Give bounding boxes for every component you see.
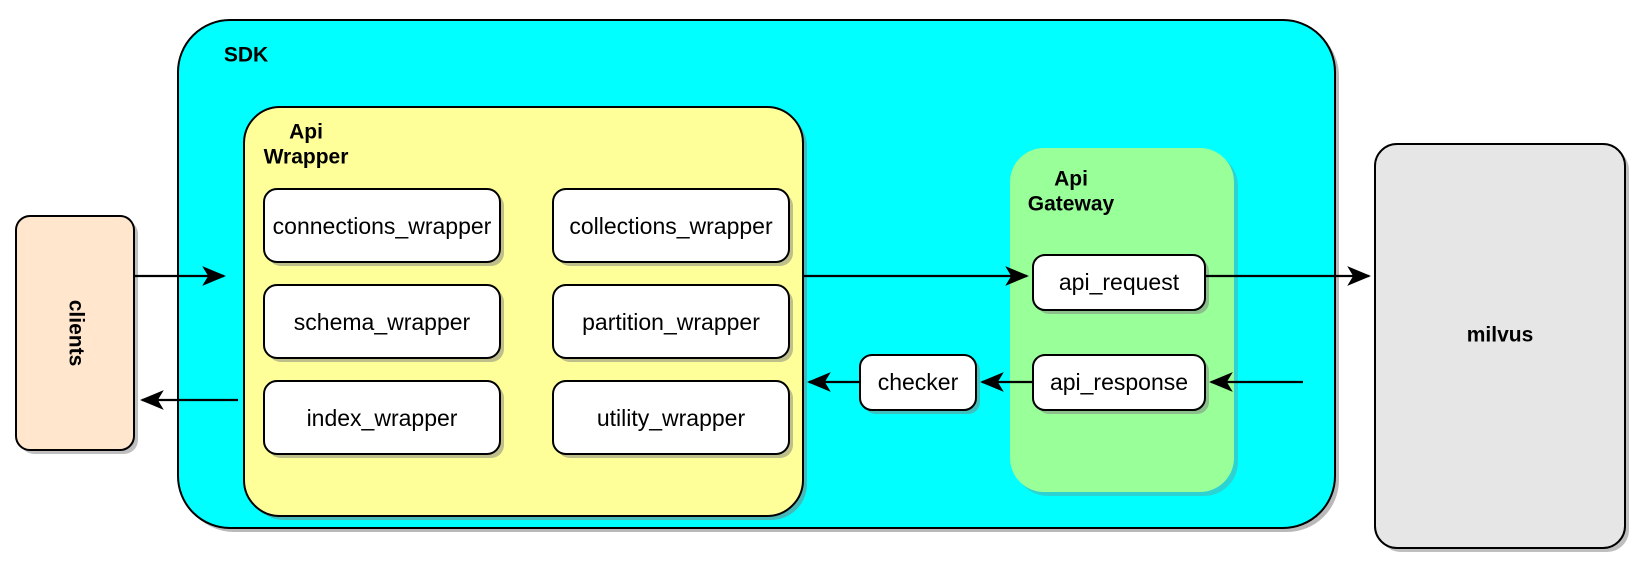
api-wrapper-label-line2: Wrapper [264, 146, 349, 169]
api-response-label: api_response [1050, 369, 1188, 395]
node-collections-wrapper[interactable]: collections_wrapper [552, 188, 793, 266]
node-checker[interactable]: checker [859, 354, 980, 414]
container-api-gateway: Api Gateway [1010, 148, 1238, 496]
node-clients[interactable]: clients [15, 215, 138, 454]
node-utility-wrapper[interactable]: utility_wrapper [552, 380, 793, 458]
checker-label: checker [878, 369, 959, 395]
utility-wrapper-label: utility_wrapper [597, 405, 746, 431]
partition-wrapper-box[interactable] [552, 284, 790, 359]
collections-wrapper-box[interactable] [552, 188, 790, 263]
sdk-label: SDK [224, 44, 268, 67]
node-index-wrapper[interactable]: index_wrapper [263, 380, 504, 458]
clients-label: clients [64, 300, 87, 367]
node-api-response[interactable]: api_response [1032, 354, 1209, 414]
index-wrapper-label: index_wrapper [307, 405, 458, 431]
connections-wrapper-label: connections_wrapper [273, 213, 492, 239]
milvus-box[interactable] [1374, 143, 1626, 549]
node-schema-wrapper[interactable]: schema_wrapper [263, 284, 504, 362]
api-wrapper-label-line1: Api [289, 121, 323, 144]
node-partition-wrapper[interactable]: partition_wrapper [552, 284, 793, 362]
utility-wrapper-box[interactable] [552, 380, 790, 455]
api-request-box[interactable] [1032, 254, 1206, 311]
collections-wrapper-label: collections_wrapper [569, 213, 773, 239]
connections-wrapper-box[interactable] [263, 188, 501, 263]
schema-wrapper-box[interactable] [263, 284, 501, 359]
api-request-label: api_request [1059, 269, 1180, 295]
milvus-label: milvus [1467, 324, 1534, 347]
node-milvus[interactable]: milvus [1374, 143, 1629, 552]
partition-wrapper-label: partition_wrapper [582, 309, 760, 335]
node-api-request[interactable]: api_request [1032, 254, 1209, 314]
node-connections-wrapper[interactable]: connections_wrapper [263, 188, 504, 266]
clients-box[interactable] [15, 215, 135, 451]
index-wrapper-box[interactable] [263, 380, 501, 455]
api-gateway-label-line1: Api [1054, 168, 1088, 191]
schema-wrapper-label: schema_wrapper [294, 309, 471, 335]
api-gateway-label-line2: Gateway [1028, 193, 1115, 216]
